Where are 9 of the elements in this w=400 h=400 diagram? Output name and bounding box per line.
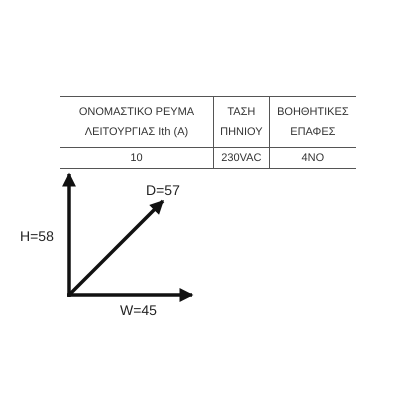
table-value: 10 xyxy=(60,148,214,168)
dimension-label: H=58 xyxy=(20,228,54,244)
table-value: 230VAC xyxy=(214,148,270,168)
table-value: 4NO xyxy=(269,148,356,168)
column-header: ΤΑΣΗ ΠΗΝΙΟΥ xyxy=(214,96,270,148)
column-header: ΒΟΗΘΗΤΙΚΕΣ ΕΠΑΦΕΣ xyxy=(269,96,356,148)
dimension-label: D=57 xyxy=(146,182,180,198)
column-header: ΟΝΟΜΑΣΤΙΚΟ ΡΕΥΜΑ ΛΕΙΤΟΥΡΓΙΑΣ Ith (A) xyxy=(60,96,214,148)
dimension-label: W=45 xyxy=(120,302,157,318)
